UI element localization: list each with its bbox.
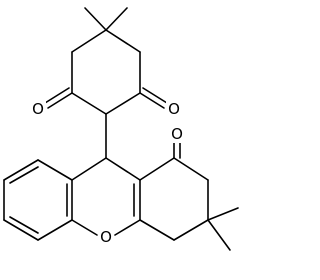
methyl-bond: [84, 7, 107, 31]
bond: [71, 29, 107, 53]
carbonyl-bond: [142, 87, 168, 104]
bond: [3, 159, 39, 181]
bond: [173, 219, 209, 241]
oxygen-atom-label: O: [100, 228, 112, 246]
bond: [105, 29, 141, 53]
oxygen-atom-label: O: [168, 100, 180, 118]
bond: [105, 92, 141, 115]
oxygen-atom-label: O: [171, 125, 183, 143]
bond: [9, 216, 39, 234]
bond: [139, 157, 175, 181]
oxygen-atom-label: O: [32, 100, 44, 118]
bond: [71, 219, 98, 236]
methyl-bond: [105, 7, 128, 31]
bond: [139, 219, 175, 241]
bond: [105, 157, 141, 181]
molecule-structure: O O O O: [3, 7, 239, 251]
bond: [114, 219, 141, 236]
bond: [37, 159, 73, 181]
carbonyl-bond: [47, 92, 73, 109]
carbonyl-bond: [139, 92, 165, 109]
bond: [71, 157, 107, 181]
carbonyl-bond: [44, 87, 70, 104]
dimethylcyclohexanedione-ring: [44, 7, 168, 115]
xanthenone-core: [3, 139, 239, 251]
bond: [71, 92, 107, 115]
bond: [9, 166, 39, 184]
atom-labels: O O O O: [30, 100, 186, 246]
bond: [37, 219, 73, 241]
methyl-bond: [207, 219, 231, 251]
bond: [3, 219, 39, 241]
bond: [173, 157, 209, 181]
methyl-bond: [207, 207, 239, 221]
